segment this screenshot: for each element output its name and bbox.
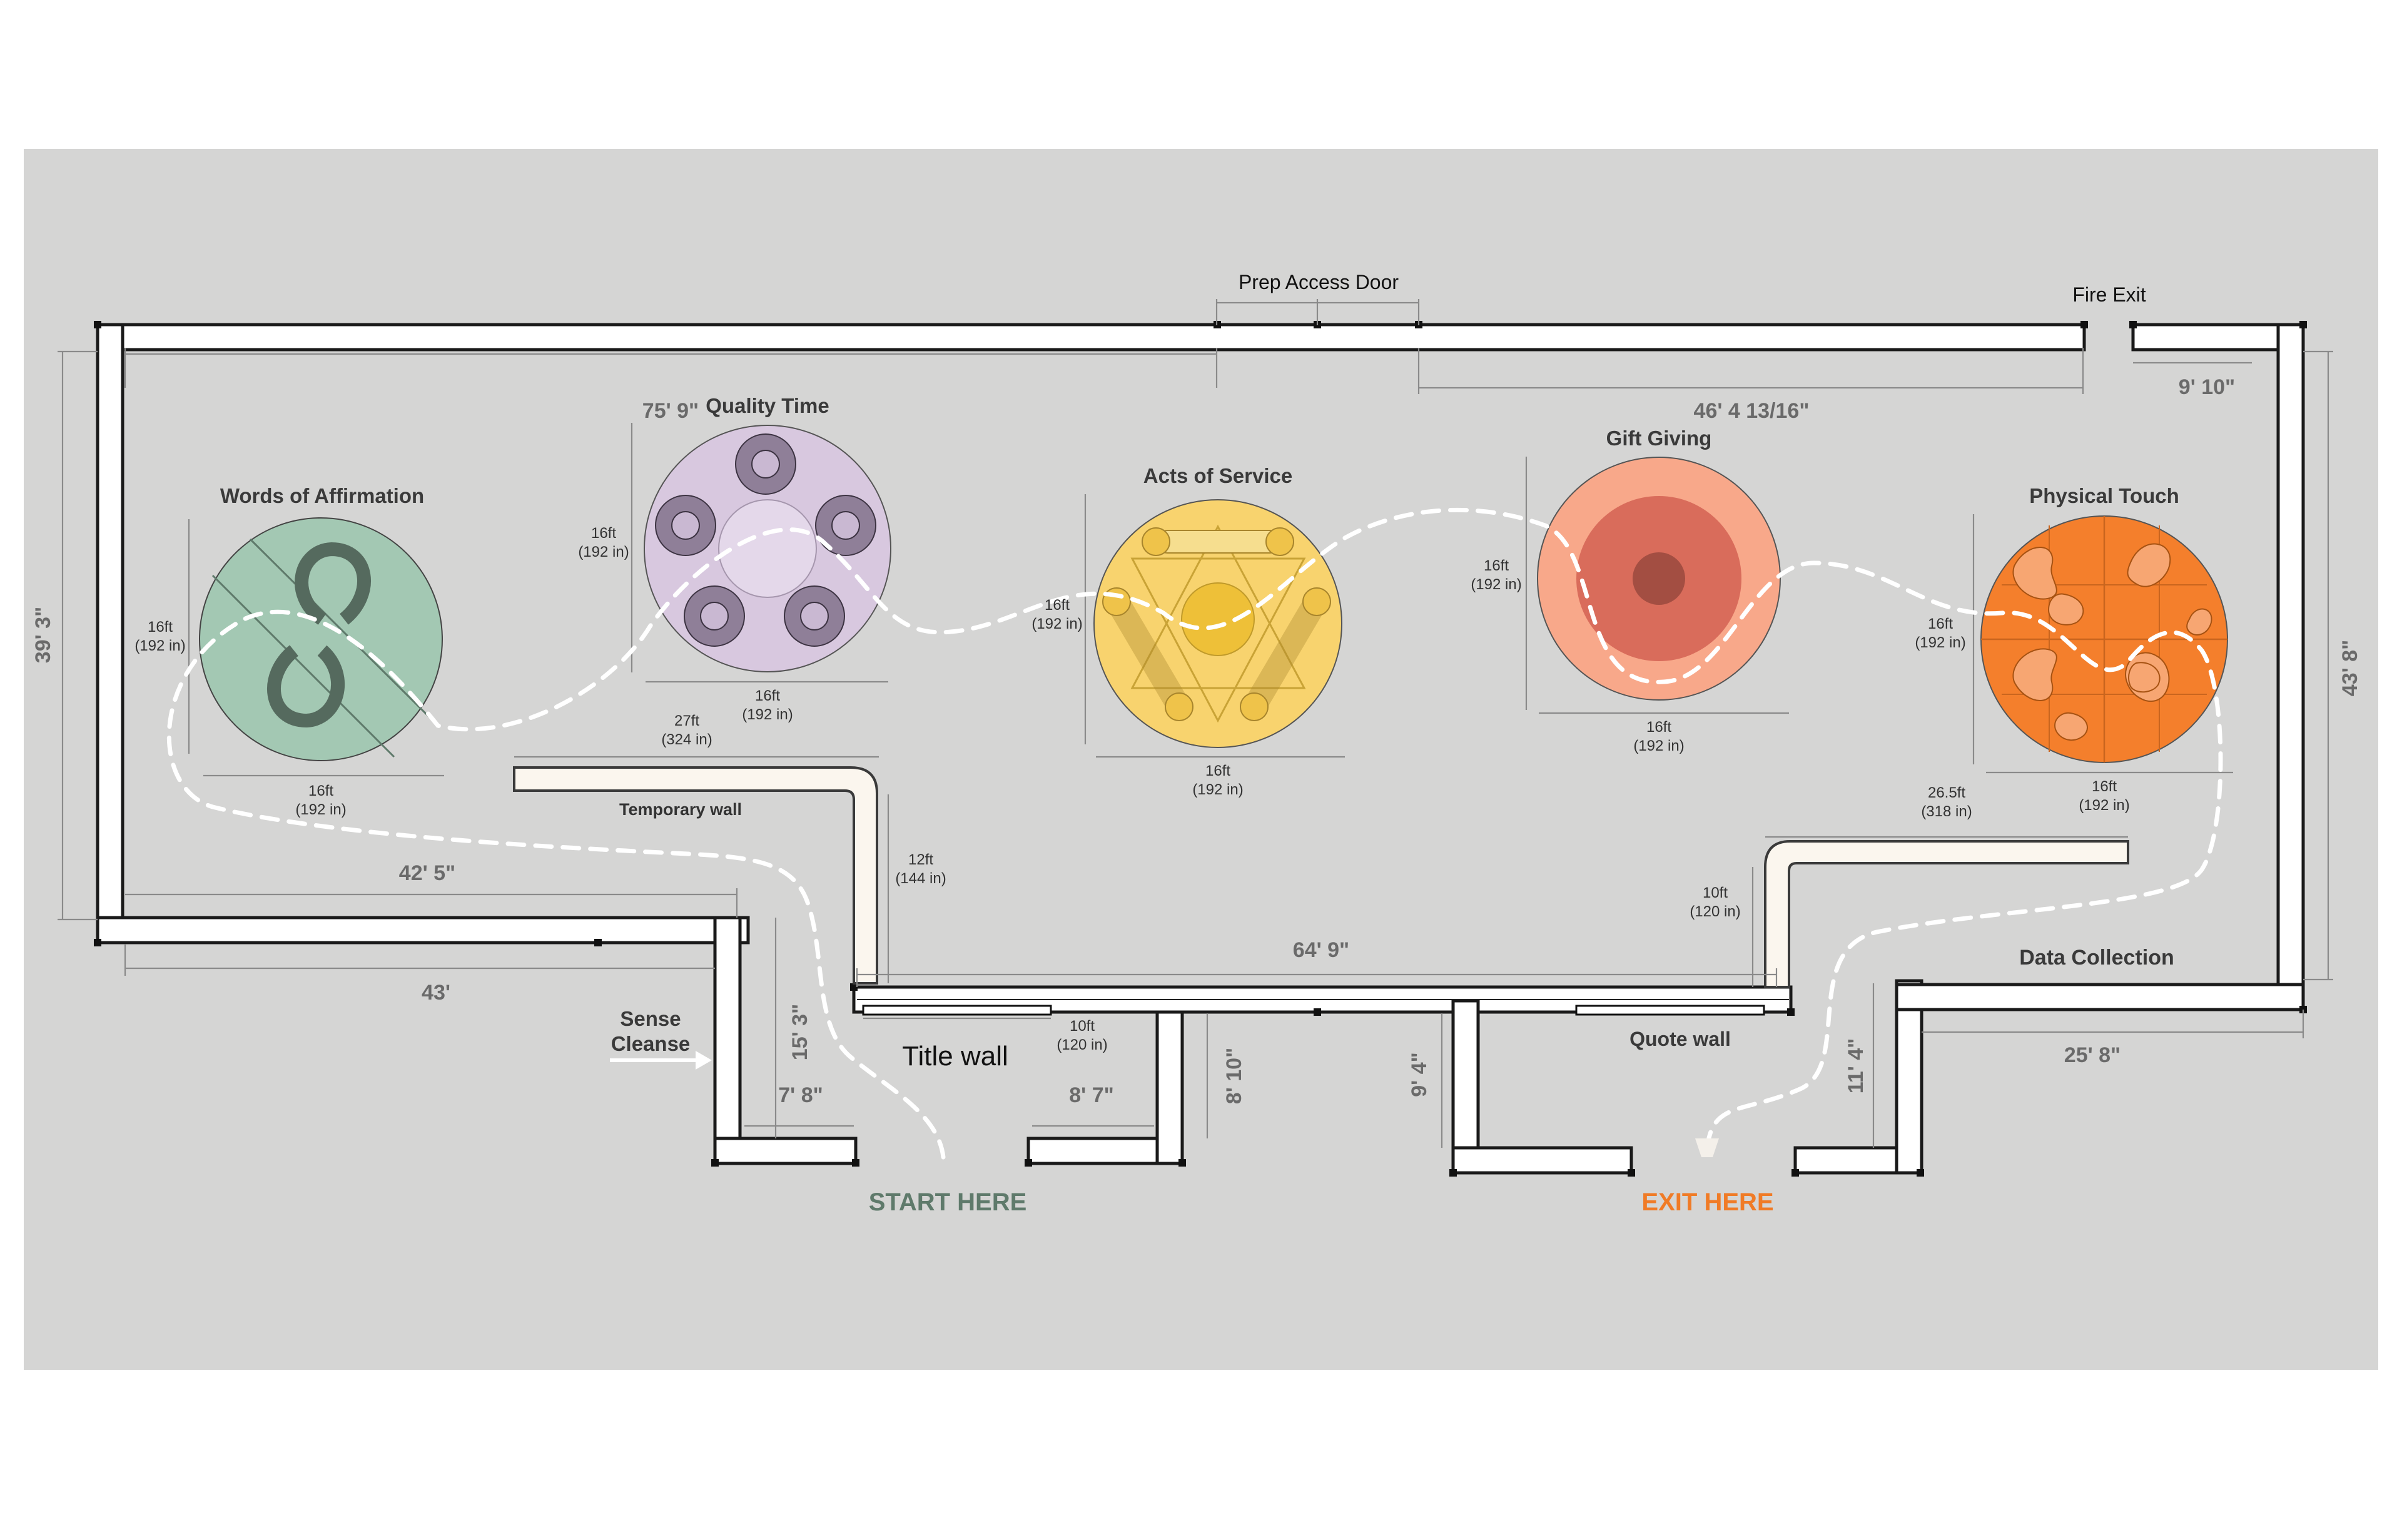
- dim-exit-h: 9' 4": [1407, 1052, 1431, 1097]
- zone-gift-giving: [1537, 457, 1781, 701]
- quality-h-in: (192 in): [742, 706, 793, 723]
- rw-v-ft: 10ft: [1703, 884, 1728, 901]
- kidney-cushion-icon: [2012, 543, 2212, 741]
- acts-h-in: (192 in): [1192, 781, 1243, 798]
- quality-title: Quality Time: [706, 394, 829, 417]
- zone-acts-of-service: [1093, 499, 1342, 748]
- dim-center: 64' 9": [1293, 938, 1349, 962]
- data-collection-label: Data Collection: [2019, 946, 2174, 970]
- sense-label: Sense: [620, 1007, 681, 1030]
- prep-door-label: Prep Access Door: [1239, 271, 1399, 293]
- quality-v-in: (192 in): [578, 544, 629, 560]
- cleanse-label: Cleanse: [611, 1032, 691, 1055]
- lotus-seat-icon: [655, 433, 876, 647]
- touch-v-in: (192 in): [1915, 634, 1965, 651]
- rw-v-in: (120 in): [1690, 903, 1740, 920]
- temporary-wall-label: Temporary wall: [619, 800, 742, 819]
- dim-top-left: 75' 9": [642, 399, 699, 423]
- dim-entry-h: 8' 10": [1222, 1048, 1246, 1104]
- dim-left-outer: 43': [422, 981, 450, 1005]
- acts-h-ft: 16ft: [1205, 762, 1230, 779]
- touch-v-ft: 16ft: [1928, 615, 1953, 632]
- words-h-ft: 16ft: [308, 783, 333, 799]
- tw-v-in: (144 in): [895, 870, 946, 887]
- title-wall-label: Title wall: [902, 1041, 1008, 1071]
- exit-here-label: EXIT HERE: [1641, 1188, 1773, 1216]
- rw-in: (318 in): [1921, 803, 1972, 820]
- dim-exit-right-h: 11' 4": [1844, 1038, 1868, 1094]
- triangle-table-icon: [1102, 524, 1331, 723]
- tw-in: (324 in): [661, 731, 712, 748]
- floor-area: [24, 149, 2378, 1370]
- start-here-label: START HERE: [869, 1188, 1027, 1216]
- acts-v-ft: 16ft: [1045, 597, 1070, 614]
- touch-title: Physical Touch: [2029, 484, 2179, 507]
- dim-left-side: 39' 3": [31, 607, 55, 663]
- dim-right-outer: 25' 8": [2064, 1043, 2121, 1067]
- gift-h-ft: 16ft: [1646, 719, 1671, 736]
- title-in: (120 in): [1057, 1036, 1107, 1053]
- dim-entry-depth: 15' 3": [788, 1004, 812, 1060]
- tw-v-ft: 12ft: [908, 851, 933, 868]
- acts-title: Acts of Service: [1143, 464, 1292, 487]
- title-ft: 10ft: [1070, 1018, 1095, 1035]
- rw-ft: 26.5ft: [1928, 784, 1965, 801]
- quality-h-ft: 16ft: [755, 687, 780, 704]
- dim-left-inner: 42' 5": [399, 861, 455, 885]
- dim-fire-gap: 9' 10": [2179, 375, 2235, 399]
- dim-entry-right: 8' 7": [1069, 1083, 1113, 1107]
- dim-right-side: 43' 8": [2338, 640, 2362, 696]
- gift-v-in: (192 in): [1471, 576, 1521, 593]
- gift-title: Gift Giving: [1606, 427, 1712, 450]
- words-h-in: (192 in): [295, 801, 346, 818]
- words-title: Words of Affirmation: [220, 484, 424, 507]
- dim-entry-left: 7' 8": [778, 1083, 823, 1107]
- zone-quality-time: [644, 425, 891, 672]
- zone-physical-touch: [1980, 515, 2228, 763]
- fire-exit-label: Fire Exit: [2072, 283, 2146, 306]
- exit-arrow-icon: [1695, 1138, 1719, 1157]
- title-wall-panel: [862, 1005, 1052, 1016]
- visitor-path: [166, 507, 2223, 1160]
- dim-top-right: 46' 4 13/16": [1694, 399, 1810, 423]
- concentric-circle-icon: [1537, 457, 1781, 701]
- words-v-ft: 16ft: [148, 619, 173, 636]
- quote-wall-label: Quote wall: [1629, 1028, 1731, 1050]
- gift-h-in: (192 in): [1633, 737, 1684, 754]
- gift-v-ft: 16ft: [1484, 557, 1509, 574]
- temporary-wall-left: [513, 766, 878, 985]
- quote-wall-panel: [1575, 1005, 1765, 1016]
- touch-h-in: (192 in): [2079, 797, 2129, 814]
- words-v-in: (192 in): [134, 637, 185, 654]
- quality-v-ft: 16ft: [591, 525, 616, 542]
- arrow-right-icon: [610, 1051, 712, 1070]
- touch-h-ft: 16ft: [2092, 778, 2117, 795]
- wall-nodes: [94, 321, 2307, 1177]
- acts-v-in: (192 in): [1031, 615, 1082, 632]
- dimension-lines: [58, 299, 2333, 1148]
- tw-ft: 27ft: [674, 712, 699, 729]
- infinity-icon: [267, 542, 371, 728]
- zone-words-of-affirmation: [199, 517, 443, 761]
